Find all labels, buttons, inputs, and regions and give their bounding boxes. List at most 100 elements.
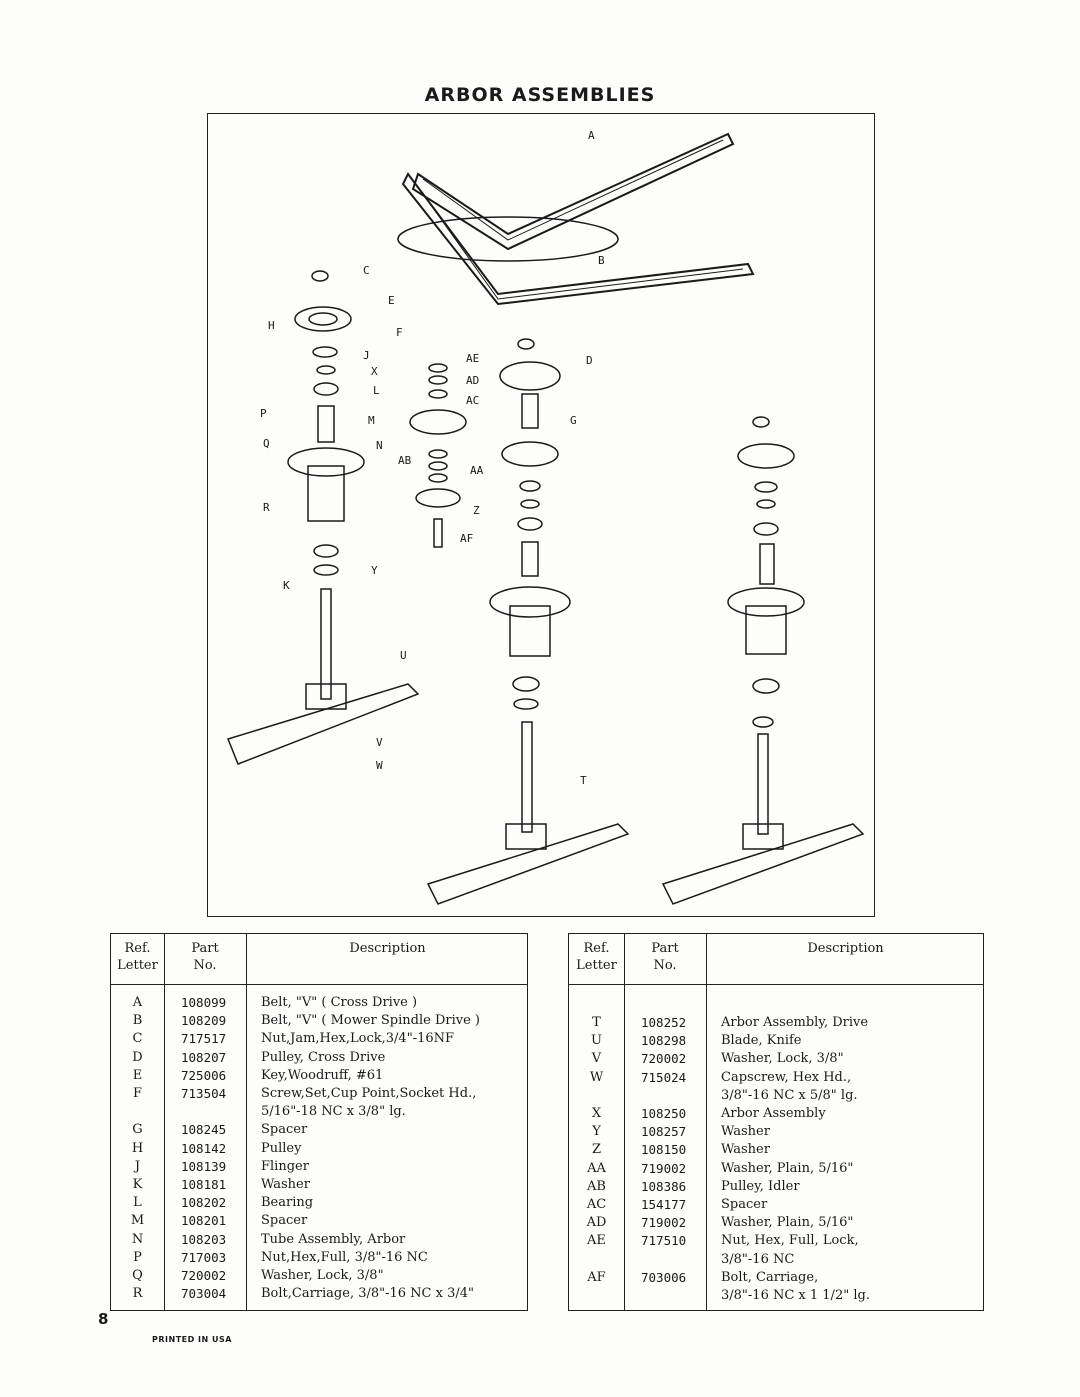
part-description: Tube Assembly, Arbor bbox=[261, 1231, 406, 1247]
part-number: 108298 bbox=[641, 1033, 687, 1049]
belt-a-drawing bbox=[411, 132, 735, 251]
ref-letter: N bbox=[131, 1231, 144, 1247]
ref-letter: D bbox=[132, 1049, 143, 1065]
callout-n: N bbox=[376, 439, 383, 452]
ref-letter: P bbox=[133, 1249, 142, 1265]
part-number: 108245 bbox=[181, 1122, 227, 1138]
callout-g: G bbox=[570, 414, 577, 427]
ref-letter: E bbox=[132, 1067, 143, 1083]
ref-letter: AD bbox=[586, 1215, 607, 1231]
header-part: Part No. bbox=[191, 941, 219, 973]
part-description: Spacer bbox=[721, 1197, 768, 1212]
part-description: 3/8"-16 NC bbox=[721, 1251, 795, 1267]
callout-q: Q bbox=[263, 437, 270, 450]
ref-letter: L bbox=[133, 1195, 142, 1211]
callout-b: B bbox=[598, 254, 605, 267]
callout-f: F bbox=[396, 326, 403, 339]
ref-letter: R bbox=[132, 1286, 143, 1302]
part-description: Bolt,Carriage, 3/8"-16 NC x 3/4" bbox=[261, 1286, 474, 1302]
part-description: Pulley bbox=[261, 1140, 302, 1156]
part-description: Washer, Lock, 3/8" bbox=[261, 1268, 384, 1283]
table-row: H 108142 Pulley bbox=[111, 1140, 527, 1158]
left-arbor-drawing bbox=[227, 270, 420, 765]
callout-ae: AE bbox=[466, 352, 479, 365]
part-description: Key,Woodruff, #61 bbox=[261, 1067, 384, 1083]
part-description: 3/8"-16 NC x 5/8" lg. bbox=[721, 1087, 858, 1103]
ref-letter: J bbox=[134, 1158, 141, 1174]
ref-letter: AC bbox=[586, 1197, 607, 1212]
part-number: 108203 bbox=[181, 1231, 227, 1247]
ref-letter: B bbox=[132, 1013, 143, 1029]
callout-d: D bbox=[586, 354, 593, 367]
part-number: 725006 bbox=[181, 1067, 227, 1083]
page-number: 8 bbox=[98, 1310, 109, 1328]
part-description: 3/8"-16 NC x 1 1/2" lg. bbox=[721, 1288, 870, 1303]
part-number: 108139 bbox=[181, 1158, 227, 1174]
ref-letter: T bbox=[592, 1015, 601, 1030]
part-number: 717003 bbox=[181, 1249, 227, 1265]
ref-letter: M bbox=[130, 1213, 145, 1229]
part-description: Blade, Knife bbox=[721, 1033, 802, 1049]
part-number: 108252 bbox=[641, 1015, 687, 1030]
part-number: 108142 bbox=[181, 1140, 227, 1156]
part-description: Nut,Jam,Hex,Lock,3/4"-16NF bbox=[261, 1031, 455, 1047]
table-row: 3/8"-16 NC x 5/8" lg. bbox=[569, 1087, 983, 1105]
part-description: Washer bbox=[721, 1124, 770, 1140]
ref-letter: Z bbox=[591, 1142, 602, 1158]
table-row: AB 108386 Pulley, Idler bbox=[569, 1178, 983, 1196]
part-number: 108386 bbox=[641, 1178, 687, 1194]
right-arbor-drawing bbox=[661, 416, 865, 905]
ref-letter: H bbox=[131, 1140, 144, 1156]
part-number: 720002 bbox=[641, 1051, 687, 1067]
ref-letter: W bbox=[589, 1069, 604, 1085]
ref-letter: AB bbox=[587, 1178, 606, 1194]
ref-letter: AE bbox=[587, 1233, 606, 1249]
part-description: Washer, Lock, 3/8" bbox=[721, 1051, 844, 1067]
part-number: 717510 bbox=[641, 1233, 687, 1249]
page-title: ARBOR ASSEMBLIES bbox=[424, 84, 656, 106]
callout-af: AF bbox=[460, 532, 473, 545]
table-header bbox=[569, 934, 983, 985]
callout-w: W bbox=[376, 759, 383, 772]
part-description: Washer bbox=[721, 1142, 770, 1158]
ref-letter: U bbox=[591, 1033, 602, 1049]
header-ref: Ref. Letter bbox=[117, 941, 158, 973]
ref-letter: A bbox=[132, 995, 143, 1010]
callout-aa: AA bbox=[470, 464, 484, 477]
part-description: 5/16"-18 NC x 3/8" lg. bbox=[261, 1104, 406, 1120]
callout-ab: AB bbox=[398, 454, 412, 467]
part-description: Belt, "V" ( Cross Drive ) bbox=[261, 995, 418, 1010]
part-number: 719002 bbox=[641, 1215, 687, 1231]
callout-p: P bbox=[260, 407, 267, 420]
part-description: Bearing bbox=[261, 1195, 314, 1211]
table-row: 3/8"-16 NC x 1 1/2" lg. bbox=[569, 1287, 983, 1305]
callout-m: M bbox=[368, 414, 375, 427]
part-description: Arbor Assembly bbox=[721, 1106, 826, 1121]
ref-letter: K bbox=[132, 1177, 143, 1192]
part-description: Pulley, Idler bbox=[721, 1178, 800, 1194]
ref-letter: AA bbox=[587, 1160, 606, 1176]
part-number: 108257 bbox=[641, 1124, 687, 1140]
part-description: Nut,Hex,Full, 3/8"-16 NC bbox=[261, 1249, 428, 1265]
callout-k: K bbox=[283, 579, 290, 592]
header-description: Description bbox=[807, 941, 884, 956]
part-number: 713504 bbox=[181, 1086, 227, 1101]
part-description: Washer bbox=[261, 1177, 310, 1192]
